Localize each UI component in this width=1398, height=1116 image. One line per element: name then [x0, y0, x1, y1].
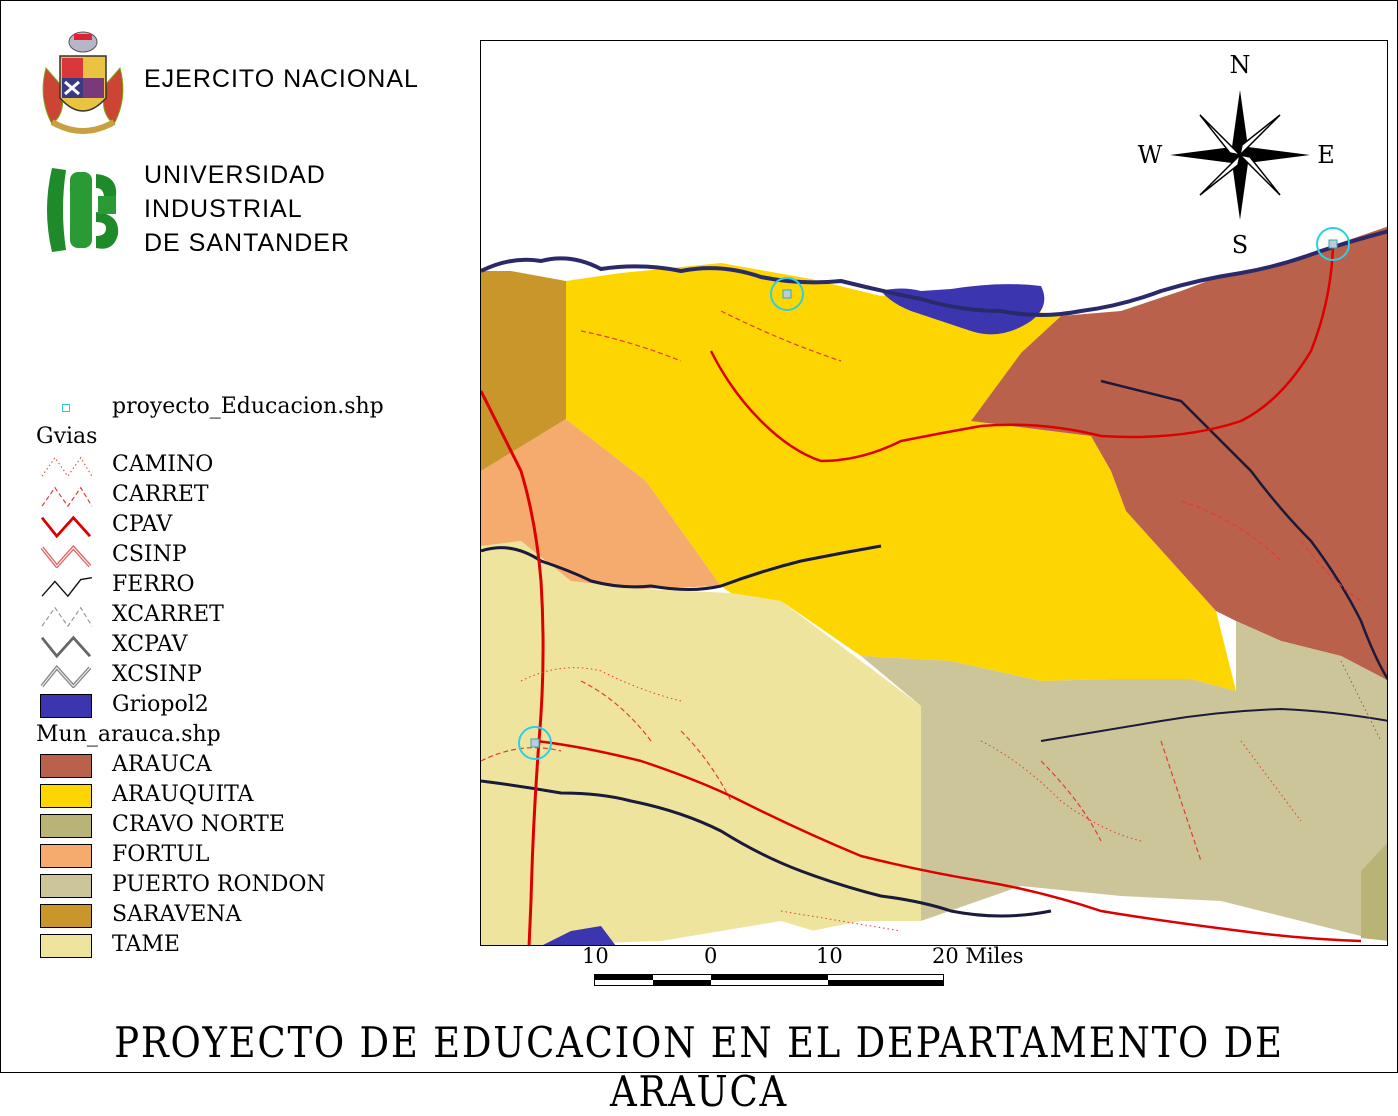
legend-item-point-layer: proyecto_Educacion.shp [36, 394, 456, 424]
legend-label: ARAUCA [112, 752, 212, 777]
scale-bar: 10 0 10 20 Miles [560, 944, 1080, 994]
river [1100, 379, 1387, 681]
municipality-cravo-norte [1361, 843, 1387, 945]
municipality-fortul [481, 419, 721, 589]
org-uis-line-1: UNIVERSIDAD [144, 161, 326, 189]
uis-logo-icon [47, 168, 119, 252]
scale-label: 10 [816, 944, 843, 968]
legend-item-saravena: SARAVENA [36, 902, 456, 932]
compass-e: E [1317, 141, 1335, 169]
road-camino [520, 660, 1382, 932]
legend-label: FORTUL [112, 842, 210, 867]
scale-label: 0 [704, 944, 718, 968]
compass-s: S [1232, 231, 1248, 259]
legend-label: CSINP [112, 542, 187, 567]
swatch-cravo-norte [40, 814, 92, 838]
legend-item-cravo-norte: CRAVO NORTE [36, 812, 456, 842]
compass-w: W [1138, 141, 1163, 169]
school-point[interactable] [518, 726, 552, 760]
swatch-arauquita [40, 784, 92, 808]
swatch-arauca [40, 754, 92, 778]
legend-label: XCSINP [112, 662, 202, 687]
legend-item-xcsinp: XCSINP [36, 662, 456, 692]
org-uis-line-2: INDUSTRIAL [144, 195, 303, 223]
legend-roads-title: Gvias [36, 424, 98, 449]
org-uis-name: UNIVERSIDAD INDUSTRIAL DE SANTANDER [144, 158, 350, 260]
road-csinp-icon [40, 544, 92, 568]
legend-label: PUERTO RONDON [112, 872, 326, 897]
legend-item-xcarret: XCARRET [36, 602, 456, 632]
road-xcpav-icon [40, 635, 92, 658]
legend-item-cpav: CPAV [36, 512, 456, 542]
legend-item-arauquita: ARAUQUITA [36, 782, 456, 812]
map-frame[interactable] [480, 40, 1388, 946]
org-army-name: EJERCITO NACIONAL [144, 65, 419, 93]
road-xcsinp-icon [40, 664, 92, 688]
road-carret-icon [41, 486, 92, 508]
legend-item-xcpav: XCPAV [36, 632, 456, 662]
road-camino-icon [41, 456, 92, 478]
legend-label: XCARRET [112, 602, 224, 627]
river [1040, 707, 1387, 742]
legend-label: CPAV [112, 512, 173, 537]
river [481, 544, 882, 591]
water-body [543, 926, 616, 945]
water-swatch [40, 694, 92, 718]
legend-label: ARAUQUITA [112, 782, 254, 807]
road-cpav-icon [40, 515, 92, 538]
legend-label: CRAVO NORTE [112, 812, 285, 837]
swatch-tame [40, 934, 92, 958]
legend-label: SARAVENA [112, 902, 242, 927]
municipality-arauquita [566, 263, 1236, 691]
scale-label: 10 [582, 944, 609, 968]
legend-item-csinp: CSINP [36, 542, 456, 572]
legend-item-puerto-rondon: PUERTO RONDON [36, 872, 456, 902]
legend-label: TAME [112, 932, 180, 957]
river-north [481, 229, 1387, 317]
legend-label: XCPAV [112, 632, 188, 657]
road-xcarret-icon [41, 606, 92, 628]
map-canvas[interactable] [481, 41, 1388, 946]
swatch-saravena [40, 904, 92, 928]
north-arrow-icon: N S E W [1138, 51, 1335, 259]
municipality-puerto-rondon [861, 621, 1387, 945]
road-cpav [481, 390, 545, 945]
legend-item-ferro: FERRO [36, 572, 456, 602]
swatch-puerto-rondon [40, 874, 92, 898]
legend-muni-title: Mun_arauca.shp [36, 722, 221, 747]
legend-label: FERRO [112, 572, 195, 597]
legend-label: CAMINO [112, 452, 214, 477]
legend-item-griopol2: Griopol2 [36, 692, 456, 722]
legend-item-fortul: FORTUL [36, 842, 456, 872]
org-uis-line-3: DE SANTANDER [144, 229, 351, 257]
road-cpav [709, 245, 1335, 463]
legend-label: CARRET [112, 482, 209, 507]
legend-item-carret: CARRET [36, 482, 456, 512]
legend-item-camino: CAMINO [36, 452, 456, 482]
scale-label: 20 Miles [932, 944, 1024, 968]
municipality-arauca [971, 226, 1387, 680]
river [481, 779, 1052, 918]
municipality-tame [481, 541, 921, 945]
school-point-icon [62, 404, 70, 412]
compass-n: N [1230, 51, 1251, 79]
legend-label: Griopol2 [112, 692, 209, 717]
road-ferro-icon [41, 577, 92, 598]
school-point[interactable] [1316, 227, 1350, 261]
swatch-fortul [40, 844, 92, 868]
legend-item-tame: TAME [36, 932, 456, 962]
army-coat-of-arms-icon [42, 31, 124, 134]
page-title: PROYECTO DE EDUCACION EN EL DEPARTAMENTO… [114, 1018, 1284, 1116]
school-point[interactable] [770, 277, 804, 311]
municipality-saravena [481, 271, 566, 471]
road-cpav [535, 739, 1362, 943]
road-carret [481, 310, 1362, 862]
scale-bar-graphic [594, 974, 944, 986]
legend-item-arauca: ARAUCA [36, 752, 456, 782]
legend-label: proyecto_Educacion.shp [112, 394, 384, 419]
